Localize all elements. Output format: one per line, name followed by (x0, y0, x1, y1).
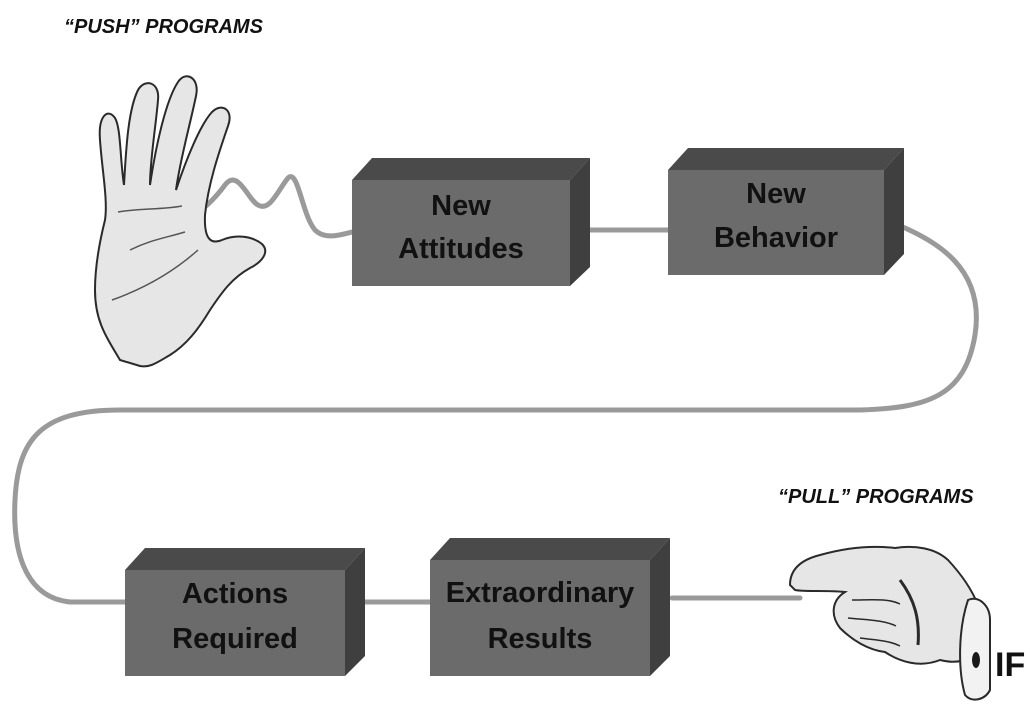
open-palm-hand-icon (93, 75, 267, 368)
pull-programs-label: “PULL” PROGRAMS (778, 486, 974, 508)
box-extraordinary-results: Extraordinary Results (430, 538, 670, 676)
box-new-behavior-line1: New (746, 178, 806, 210)
push-programs-label: “PUSH” PROGRAMS (64, 16, 264, 38)
box-extraordinary-results-line2: Results (488, 623, 593, 655)
box-actions-required-line2: Required (172, 623, 298, 655)
box-new-attitudes-line1: New (431, 190, 491, 222)
cuff-if-text: IF (995, 646, 1025, 684)
box-new-attitudes-line2: Attitudes (398, 233, 524, 265)
connector-line (12, 174, 979, 605)
box-new-behavior-line2: Behavior (714, 222, 838, 254)
box-actions-required: Actions Required (125, 548, 365, 676)
box-extraordinary-results-line1: Extraordinary (446, 577, 635, 609)
pointing-finger-hand-icon (788, 545, 991, 701)
box-actions-required-line1: Actions (182, 578, 288, 610)
box-new-attitudes: New Attitudes (352, 158, 590, 286)
box-new-behavior: New Behavior (668, 148, 904, 275)
